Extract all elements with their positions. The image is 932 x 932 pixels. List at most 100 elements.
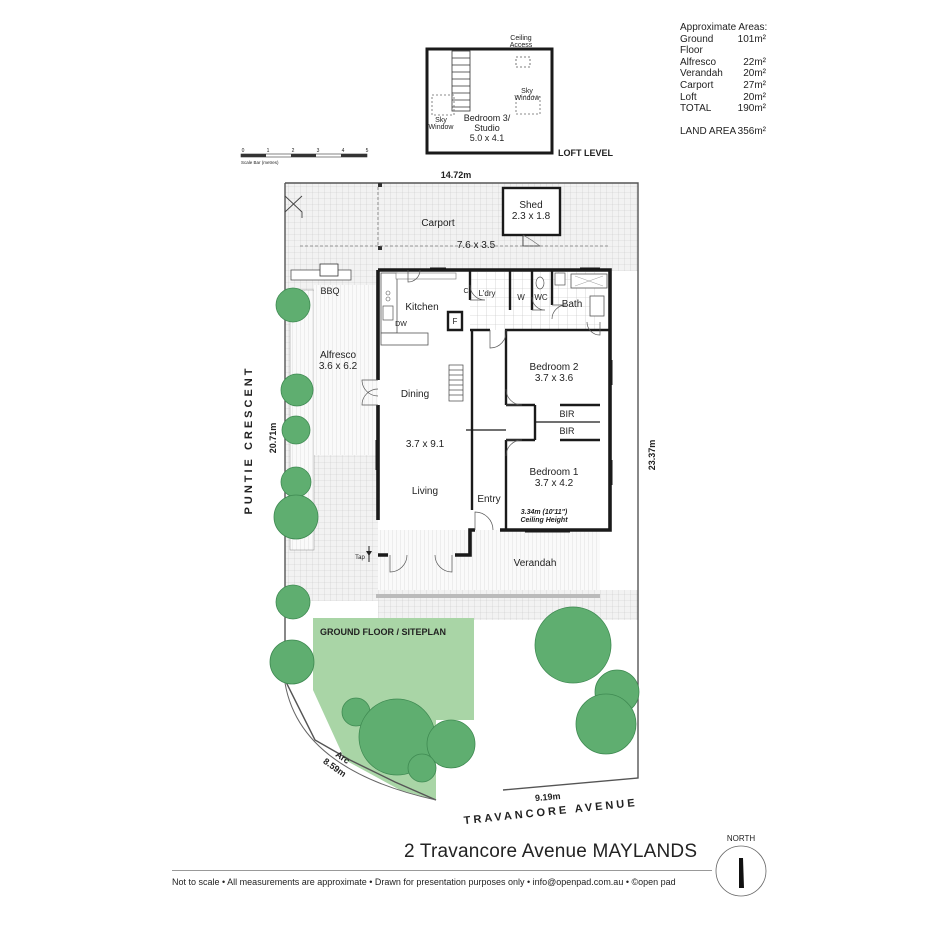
scale-tick-0: 0 [242,148,245,154]
kitchen-island [380,332,429,346]
alfresco-size: 3.6 x 6.2 [319,361,358,372]
dim-right-depth: 23.37m [647,440,657,471]
sky-window-left-label-2: Window [429,124,455,131]
room-labels: Shed 2.3 x 1.8 Carport 7.6 x 3.5 BBQ Kit… [319,200,582,637]
area-row: Verandah 20m² [680,68,766,80]
sky-window-right-label-2: Window [515,95,541,102]
carport-paving [285,183,638,271]
cupboard-label: C [463,288,468,295]
tree-icon [280,373,314,407]
areas-table: Approximate Areas: Ground Floor 101m² Alf… [680,22,870,137]
verandah-decking [378,530,600,590]
sky-window-left [431,94,455,116]
fridge-label: F [453,317,458,326]
ceiling-access-label-1: Ceiling [510,35,532,42]
kitchen-label: Kitchen [405,302,438,313]
shed-label: Shed [519,200,542,211]
tree-icon [275,584,311,620]
scale-tick-3: 3 [317,148,320,154]
area-value: 22m² [743,56,766,68]
bedroom2-size: 3.7 x 3.6 [535,373,574,384]
bedroom1-label: Bedroom 1 [530,467,579,478]
footer-disclaimer: Not to scale • All measurements are appr… [172,877,676,887]
areas-heading: Approximate Areas: [680,22,768,33]
dishwasher-label: DW [395,321,407,328]
area-label: Verandah [680,68,723,80]
bbq-unit [319,263,339,277]
area-row: Loft 20m² [680,92,766,104]
area-value: 20m² [743,91,766,103]
ground-floor-title: GROUND FLOOR / SITEPLAN [320,627,446,637]
sky-window-right-label-1: Sky [521,88,533,95]
area-value: 101m² [737,33,766,45]
sky-window-right [515,95,541,115]
scale-tick-5: 5 [366,148,369,154]
bath-label: Bath [562,299,583,310]
tree-icon [575,693,637,755]
ceiling-access-label-2: Access [510,42,533,49]
north-label: NORTH [727,834,756,843]
door-swings [361,269,601,573]
tree-icon [280,466,312,498]
scale-tick-1: 1 [267,148,270,154]
loft-walls [425,47,554,155]
shed-size: 2.3 x 1.8 [512,211,551,222]
verandah-label: Verandah [514,558,557,569]
dim-top-width: 14.72m [441,170,472,180]
ceiling-height-2: Ceiling Height [520,517,568,524]
tree-icon [426,719,476,769]
dim-left-depth: 20.71m [268,423,278,454]
bedroom2-label: Bedroom 2 [530,362,579,373]
sky-window-left-label-1: Sky [435,117,447,124]
arc-boundary [284,682,437,801]
area-label: Ground Floor [680,33,714,57]
loft-plan: Ceiling Access Sky Window Sky Window Bed… [425,35,614,158]
land-area-label: LAND AREA [680,125,737,137]
scale-bar: 0 1 2 3 4 5 Scale Bar (metres) [240,148,369,165]
scale-tick-4: 4 [342,148,345,154]
bedroom3-label-1: Bedroom 3/ [464,113,511,123]
north-arrow: NORTH [715,834,767,897]
dim-bottom-width: 9.19m [535,791,561,803]
scale-tick-2: 2 [292,148,295,154]
tree-icon [273,494,319,540]
wc-label: WC [534,293,548,302]
gate [284,195,303,218]
laundry-label: L'dry [478,289,495,298]
dining-living-size: 3.7 x 9.1 [406,439,445,450]
kitchen-sink [382,305,394,321]
w-label: W [517,293,525,302]
footer-divider [172,870,712,871]
area-value: 190m² [737,103,766,115]
tree-icon [407,753,437,783]
area-value: 20m² [743,68,766,80]
carport-label: Carport [421,218,455,229]
trees [269,287,640,783]
property-address: 2 Travancore Avenue MAYLANDS [404,841,698,862]
land-area-value: 356m² [737,125,766,137]
windows [375,267,613,533]
house [314,267,613,598]
alfresco-label: Alfresco [320,350,357,361]
scale-label: Scale Bar (metres) [241,160,279,165]
carport-size: 7.6 x 3.5 [457,240,496,251]
dining-label: Dining [401,389,429,400]
area-label: Loft [680,91,697,103]
bir-label-1: BIR [559,409,575,419]
internal-stairs [448,364,464,402]
living-label: Living [412,486,438,497]
bedroom1-size: 3.7 x 4.2 [535,478,574,489]
vanity [589,295,605,317]
area-value: 27m² [743,79,766,91]
north-arrow-icon [739,858,744,888]
loft-stairs [451,50,471,112]
loft-level-title: LOFT LEVEL [558,148,614,158]
entry-label: Entry [477,494,500,505]
bedroom3-label-2: Studio [474,123,500,133]
area-row: Ground Floor 101m² [680,34,766,57]
